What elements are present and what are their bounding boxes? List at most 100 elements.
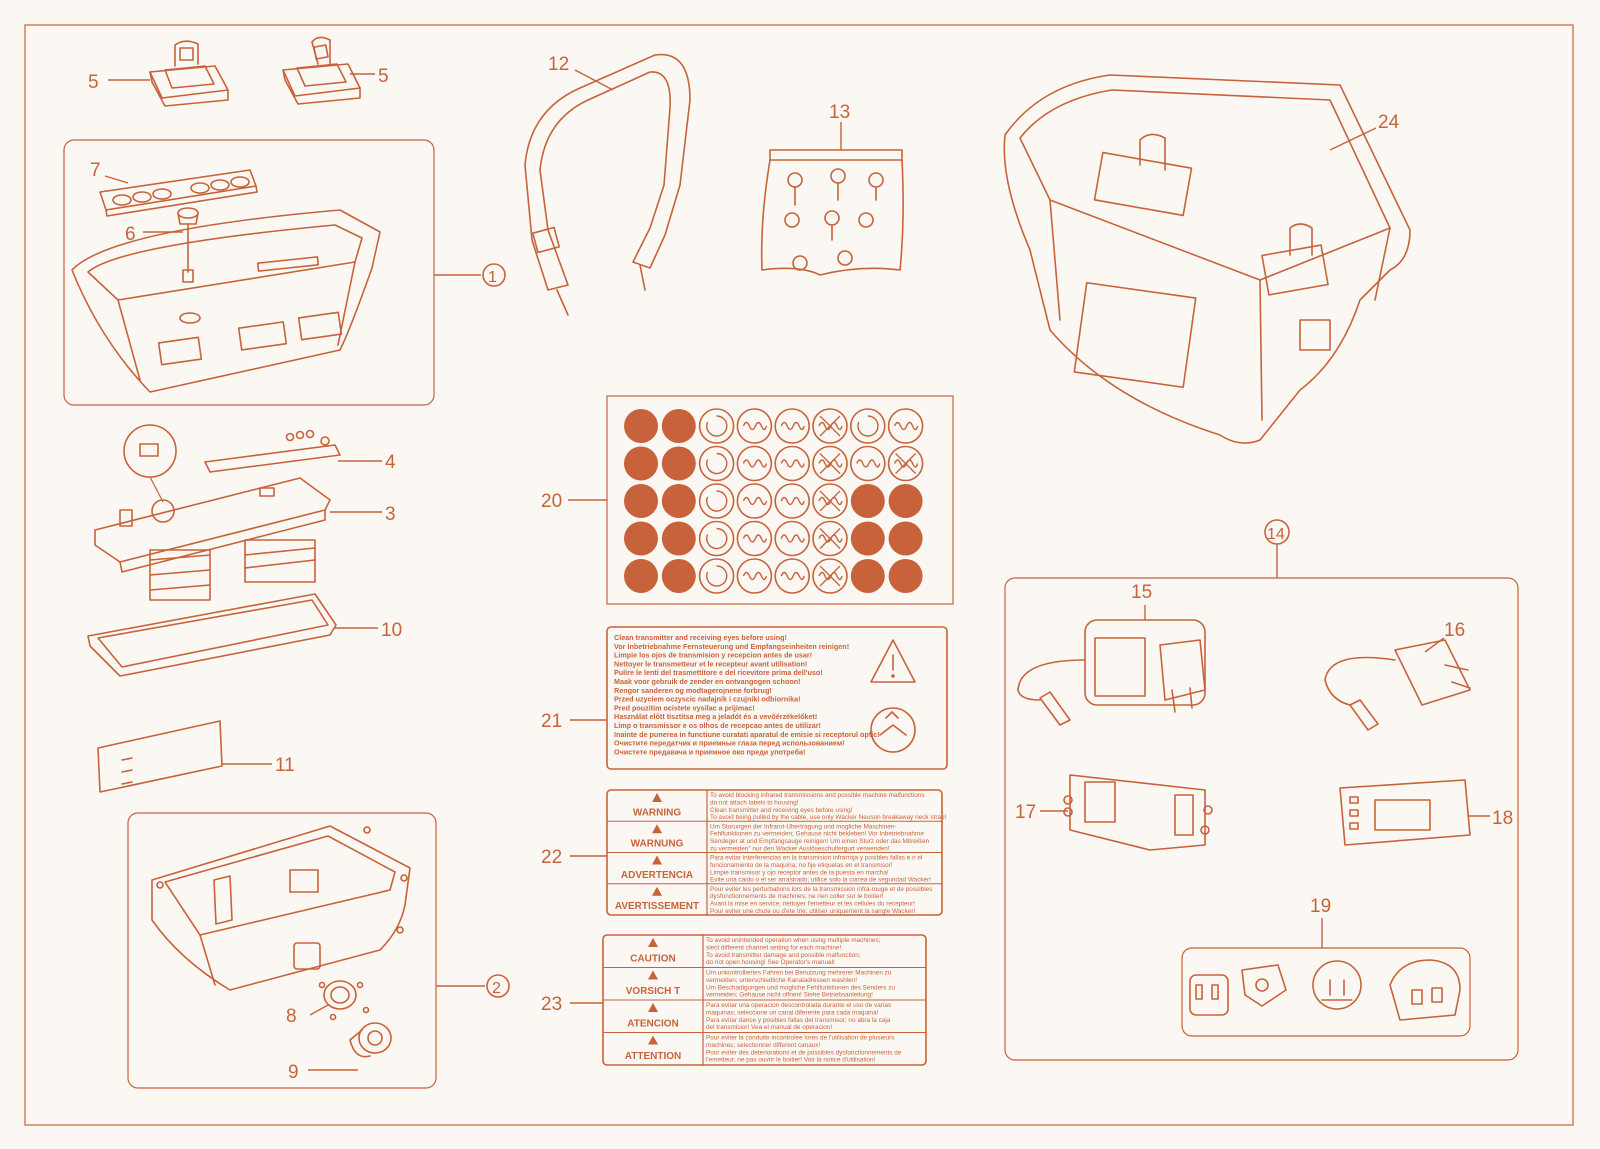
symbol-solid: [624, 559, 658, 593]
symbol-wave: [774, 445, 811, 482]
label-row-heading: AVERTISSEMENT: [615, 901, 699, 912]
label-row-text: Pour eviter la conduite incontrolee lore…: [706, 1035, 894, 1042]
label-row-heading: VORSICH T: [626, 986, 680, 997]
callout-14: 14: [1267, 526, 1285, 543]
callout-6: 6: [125, 224, 136, 245]
part-11-cover-plate: [97, 720, 223, 793]
label-row-heading: CAUTION: [630, 954, 676, 965]
label-21-line: Limp o transmissor e os olhos de recepca…: [614, 721, 821, 730]
callout-12: 12: [548, 54, 569, 75]
label-row-text: To avoid unintended operation when using…: [706, 937, 881, 944]
symbol-solid: [661, 409, 696, 443]
label-row-heading: ATTENTION: [625, 1051, 681, 1062]
label-row: CAUTION To avoid unintended operation whe…: [630, 937, 880, 966]
label-row-text: Fehlfunktionen zu vermeiden; Gehause nic…: [710, 831, 924, 838]
part-1-cover-housing: [71, 209, 381, 393]
warning-triangle-icon: [652, 824, 662, 834]
label-21-line: Rengor sanderen og modtagerojnene forbru…: [614, 686, 772, 695]
warning-triangle-icon: [652, 793, 662, 802]
symbol-ring: [698, 558, 735, 594]
warning-triangle-icon: [652, 855, 662, 865]
symbol-wave: [736, 558, 773, 594]
warning-triangle-icon: [648, 1003, 658, 1012]
symbol-solid: [661, 446, 696, 481]
callout-20: 20: [541, 491, 562, 512]
diagram-border: [24, 24, 1574, 1126]
callout-13: 13: [829, 102, 850, 123]
part-5-switch-left: [149, 40, 229, 107]
symbol-cross: [812, 558, 848, 594]
label-row-text: Avant la mise en service; nettoyer l'eme…: [710, 901, 915, 908]
symbol-ring: [698, 520, 735, 557]
symbol-wave: [736, 483, 773, 519]
symbol-solid: [850, 521, 885, 556]
part-4-led-board: [204, 429, 341, 473]
part-7-button-strip: [99, 169, 258, 217]
part-21-warning-label: Clean transmitter and receiving eyes bef…: [606, 626, 948, 770]
symbol-ring: [698, 445, 735, 482]
label-row-text: do not attach labels to housing!: [710, 799, 799, 806]
warning-triangle-icon: [648, 938, 658, 947]
symbol-solid: [661, 521, 696, 556]
group-box-1: [63, 139, 435, 406]
label-row-text: To avoid transmitter damage and possible…: [706, 952, 861, 959]
symbol-cross: [812, 408, 848, 444]
warning-triangle-icon: [648, 1035, 658, 1045]
label-row-text: Um unkontrolliertes Fahren bei Benutzung…: [706, 970, 892, 977]
callout-3: 3: [385, 504, 396, 525]
label-row-text: Limpie transmisor y ojo receptor antes d…: [710, 869, 889, 876]
callout-23: 23: [541, 994, 562, 1015]
group-box-2: [127, 812, 437, 1089]
symbol-wave: [849, 445, 886, 482]
symbol-wave: [736, 445, 773, 482]
label-row-text: del transmisior! Vea el manual de operac…: [706, 1024, 832, 1031]
symbol-solid: [624, 484, 658, 518]
symbol-solid: [850, 559, 885, 593]
label-row-text: Pour eviter une chute ou d'ete trie; uti…: [710, 908, 915, 915]
callout-8: 8: [286, 1006, 297, 1027]
symbol-cross: [887, 445, 924, 482]
label-row-text: Pour eviter les perturbations lors de la…: [710, 886, 932, 893]
callout-16: 16: [1444, 620, 1465, 641]
label-row: AVERTISSEMENT Pour eviter les perturbatio…: [615, 886, 933, 915]
label-row-text: Para evitar interferencias en la transmi…: [710, 855, 922, 862]
callout-4: 4: [385, 452, 396, 473]
callout-9: 9: [288, 1062, 299, 1083]
label-row-text: Para evitar una operacion descontrolada …: [706, 1002, 891, 1009]
label-21-line: Очистете предавача и приемное око преди …: [614, 747, 805, 756]
callout-7: 7: [90, 160, 101, 181]
label-row-text: To avoid being pulled by the cable, use …: [710, 814, 947, 821]
symbol-wave: [774, 558, 811, 594]
callout-1-circle: [482, 263, 506, 287]
label-row-text: Um Storungen der Infrarot-Ubertragung un…: [710, 823, 897, 830]
label-21-line: Vor Inbetriebnahme Fernsteuerung und Emp…: [614, 642, 849, 651]
label-row-text: Para evitar dance y posibles fallas del …: [706, 1017, 891, 1024]
group-box-14: [1004, 577, 1519, 1061]
symbol-solid: [888, 559, 923, 593]
label-row: ATTENTION Pour eviter la conduite incontr…: [625, 1035, 902, 1064]
callout-15: 15: [1131, 582, 1152, 603]
label-row-text: Evite una caido o el ser arrastrado; uti…: [710, 877, 931, 884]
symbol-wave: [736, 520, 773, 557]
label-row-text: funcionamiento de la maquina; no fije et…: [710, 862, 893, 869]
symbol-solid: [850, 484, 885, 518]
part-2-bottom-housing: [151, 825, 411, 991]
part-16-car-adapter: [1324, 639, 1471, 731]
callout-1: 1: [488, 269, 497, 286]
part-10-gasket: [87, 593, 337, 677]
symbol-wave: [887, 408, 924, 444]
label-row-text: machines; selectionner different canaux!: [706, 1042, 820, 1049]
part-5-switch-right: [282, 36, 361, 105]
part-3-circuit-board: [94, 477, 331, 601]
callout-24: 24: [1378, 112, 1400, 133]
label-21-line: Clean transmitter and receiving eyes bef…: [614, 633, 787, 642]
symbol-cross: [812, 520, 848, 557]
label-row-heading: WARNING: [633, 807, 682, 818]
part-8-connector: [318, 980, 370, 1021]
part-12-neck-strap: [524, 53, 691, 316]
